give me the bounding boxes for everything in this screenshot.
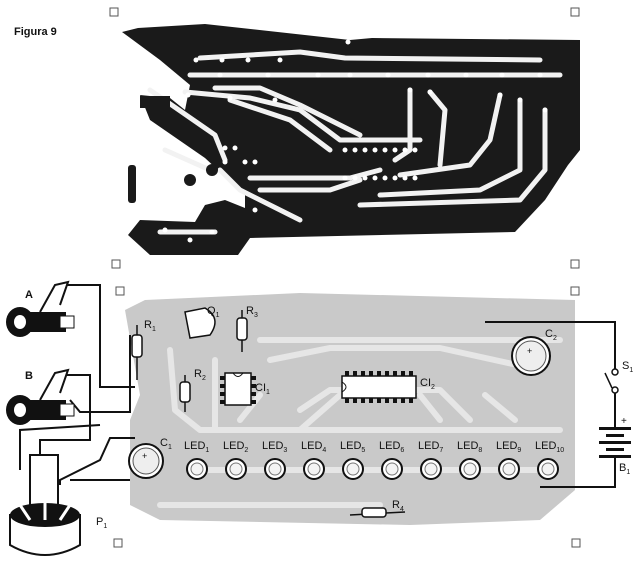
ci2-pin	[345, 371, 349, 376]
ci2-pin	[409, 398, 413, 403]
label-led-5: LED5	[340, 440, 366, 455]
resistor-r1	[131, 325, 143, 380]
label-c1: C1	[160, 437, 172, 452]
led-1-lens	[190, 462, 204, 476]
capacitor-c2	[511, 336, 551, 376]
ci2-pin	[353, 371, 357, 376]
led-3-lens	[268, 462, 282, 476]
component-layout	[6, 280, 631, 556]
led-6-lens	[385, 462, 399, 476]
copper-island	[128, 165, 136, 203]
potentiometer	[9, 454, 81, 556]
led-2-lens	[229, 462, 243, 476]
terminal-b	[6, 368, 75, 425]
ci2-pin	[369, 371, 373, 376]
label-ci2: CI2	[420, 377, 435, 392]
label-c2: C2	[545, 328, 557, 343]
registration-marks	[109, 7, 581, 548]
transistor-q1	[184, 307, 216, 339]
label-b1: B1	[619, 462, 631, 477]
label-led-6: LED6	[379, 440, 405, 455]
copper-gaps	[147, 49, 563, 235]
ci2-pin	[361, 371, 365, 376]
ci2-pin	[385, 398, 389, 403]
ci2-pin	[401, 398, 405, 403]
label-led-10: LED10	[535, 440, 565, 455]
led-8-lens	[463, 462, 477, 476]
label-led-8: LED8	[457, 440, 483, 455]
label-terminal-b: B	[25, 370, 33, 382]
ci2-pin	[393, 398, 397, 403]
copper-layout	[122, 24, 580, 255]
label-led-3: LED3	[262, 440, 288, 455]
copper-island	[206, 164, 218, 176]
label-s1: S1	[622, 360, 634, 375]
ci2-pin	[353, 398, 357, 403]
ci2-pin	[377, 398, 381, 403]
terminal-a	[6, 280, 75, 337]
ci2-pin	[393, 371, 397, 376]
label-led-7: LED7	[418, 440, 444, 455]
chip-ci1	[220, 372, 256, 406]
switch-s1	[604, 368, 619, 394]
led-row	[186, 458, 559, 480]
led-10-lens	[541, 462, 555, 476]
led-9-lens	[502, 462, 516, 476]
led-7-lens	[424, 462, 438, 476]
label-r4: R4	[392, 499, 404, 514]
label-q1: Q1	[207, 305, 220, 320]
led-4-lens	[307, 462, 321, 476]
led-5-lens	[346, 462, 360, 476]
resistor-r3	[236, 310, 248, 352]
capacitor-c1	[128, 443, 164, 479]
label-r2: R2	[194, 368, 206, 383]
component-tracks	[157, 337, 563, 508]
battery-b1	[599, 427, 631, 458]
label-c1-plus: +	[142, 451, 148, 461]
label-r1: R1	[144, 319, 156, 334]
ci2-pin	[361, 398, 365, 403]
copper-island	[184, 174, 196, 186]
label-c2-plus: +	[527, 346, 533, 356]
label-terminal-a: A	[25, 289, 33, 301]
label-led-1: LED1	[184, 440, 210, 455]
ci2-pin	[401, 371, 405, 376]
label-led-4: LED4	[301, 440, 327, 455]
label-led-9: LED9	[496, 440, 522, 455]
ci2-pin	[409, 371, 413, 376]
ci2-pin	[385, 371, 389, 376]
label-r3: R3	[246, 305, 258, 320]
chip-ci2	[341, 371, 417, 403]
label-ci1: CI1	[255, 382, 270, 397]
figure-label: Figura 9	[14, 26, 57, 38]
label-p1: P1	[96, 516, 108, 531]
ci2-pin	[345, 398, 349, 403]
ci2-pin	[377, 371, 381, 376]
copper-island	[140, 96, 170, 108]
resistor-r4	[349, 507, 406, 518]
resistor-r2	[179, 375, 191, 412]
label-battery-plus: +	[621, 416, 627, 427]
label-led-2: LED2	[223, 440, 249, 455]
ci2-pin	[369, 398, 373, 403]
